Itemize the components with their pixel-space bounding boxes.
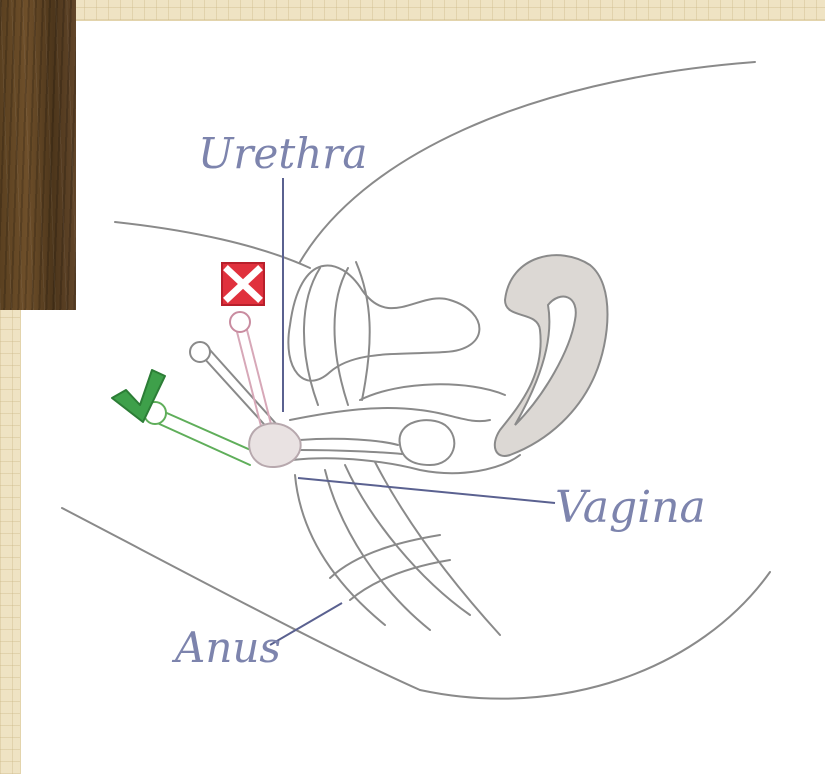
abdomen-line (115, 222, 310, 268)
rectum-line-3 (345, 465, 470, 615)
insertion-area (249, 423, 301, 467)
body-outlines (62, 62, 770, 699)
back-curve (300, 62, 755, 262)
vaginal-upper-curve (360, 384, 505, 400)
uterus (495, 255, 608, 456)
bladder-outline (288, 265, 479, 380)
inner-canal-2 (300, 450, 402, 454)
inner-canal-1 (300, 439, 398, 445)
pubic-line-2 (335, 268, 349, 405)
correct-probe (144, 402, 255, 465)
anus-label: Anus (171, 623, 281, 672)
rectum-line-1 (295, 475, 385, 625)
x-mark-icon (222, 263, 264, 305)
vagina-pointer (298, 478, 555, 503)
pubic-line-1 (304, 268, 320, 405)
label-pointers (270, 178, 555, 645)
vaginal-canal-top (290, 408, 490, 421)
urethra-label: Urethra (198, 129, 367, 178)
buttock-curve (420, 572, 770, 699)
gray-probe (190, 342, 279, 433)
probes (144, 312, 301, 467)
anal-curve-2 (350, 560, 450, 600)
vagina-label: Vagina (555, 482, 706, 533)
cervix-outline (400, 420, 455, 465)
